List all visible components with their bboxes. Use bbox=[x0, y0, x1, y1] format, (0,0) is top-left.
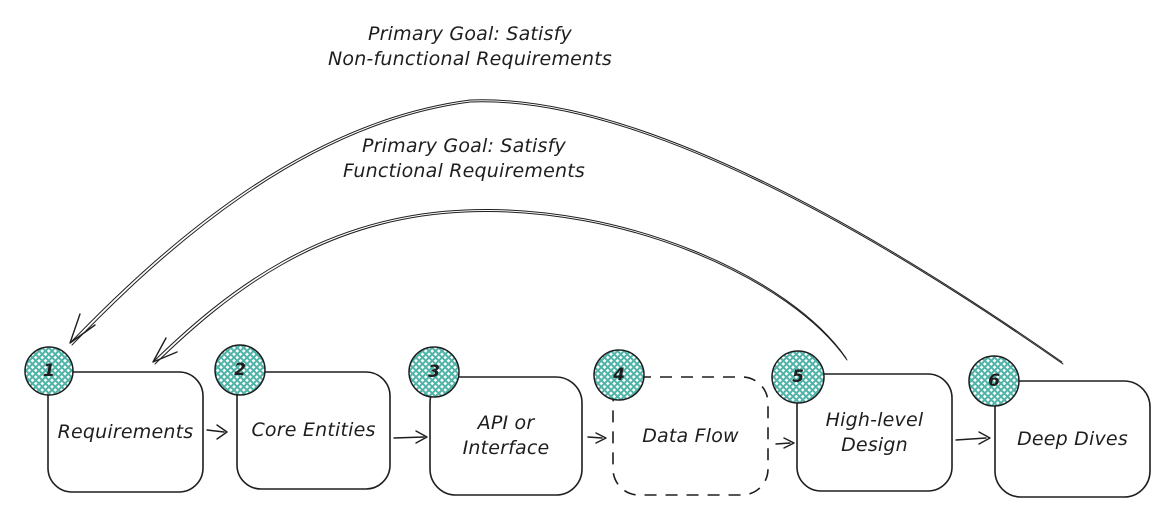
flow-box-high-level-design bbox=[796, 373, 953, 492]
box-label-line: Design bbox=[841, 433, 908, 456]
badge-number-3: 3 bbox=[428, 362, 440, 382]
box-label-core-entities: Core Entities bbox=[237, 372, 390, 489]
annotation-line: Functional Requirements bbox=[342, 160, 585, 182]
box-label-data-flow: Data Flow bbox=[613, 377, 768, 495]
arrow-core-entities-to-api bbox=[393, 430, 428, 444]
step-badge-1 bbox=[24, 346, 74, 396]
step-badge-5 bbox=[771, 350, 825, 404]
arrow-data-flow-to-high-level bbox=[775, 437, 795, 449]
flow-box-deep-dives bbox=[994, 380, 1151, 498]
flow-box-data-flow bbox=[612, 376, 769, 496]
step-badge-2 bbox=[214, 344, 266, 396]
flow-box-requirements bbox=[47, 371, 204, 493]
badge-number-2: 2 bbox=[234, 360, 246, 380]
step-badge-6 bbox=[968, 355, 1020, 407]
annotation-functional-goal: Primary Goal: Satisfy Functional Require… bbox=[284, 134, 644, 184]
badge-number-1: 1 bbox=[43, 361, 55, 381]
flow-box-api-interface bbox=[429, 376, 583, 496]
box-label-line: Data Flow bbox=[642, 424, 739, 447]
box-label-requirements: Requirements bbox=[48, 372, 203, 492]
badge-number-6: 6 bbox=[988, 371, 1000, 391]
box-label-line: Core Entities bbox=[251, 419, 376, 441]
annotation-line: Primary Goal: Satisfy bbox=[362, 135, 566, 157]
annotation-nonfunctional-goal: Primary Goal: Satisfy Non-functional Req… bbox=[290, 22, 650, 72]
curved-arrow-nonfunctional bbox=[69, 99, 1064, 365]
box-label-line: Deep Dives bbox=[1017, 427, 1128, 450]
box-label-deep-dives: Deep Dives bbox=[995, 381, 1150, 497]
badge-number-4: 4 bbox=[613, 365, 625, 385]
box-label-line: API or bbox=[477, 412, 535, 434]
step-badge-4 bbox=[593, 349, 645, 401]
arrow-requirements-to-core-entities bbox=[206, 424, 228, 440]
flow-box-core-entities bbox=[236, 371, 391, 490]
arrow-api-to-data-flow bbox=[587, 432, 607, 444]
box-label-line: Interface bbox=[462, 437, 550, 459]
box-label-line: Requirements bbox=[57, 420, 194, 443]
box-label-api-interface: API or Interface bbox=[430, 377, 582, 495]
step-badge-3 bbox=[408, 346, 460, 398]
box-label-high-level-design: High-level Design bbox=[797, 374, 952, 491]
annotation-line: Non-functional Requirements bbox=[327, 48, 613, 70]
curved-arrow-functional bbox=[152, 209, 848, 365]
badge-number-5: 5 bbox=[792, 367, 804, 387]
arrow-high-level-to-deep-dives bbox=[955, 431, 991, 445]
annotation-line: Primary Goal: Satisfy bbox=[368, 23, 572, 45]
box-label-line: High-level bbox=[825, 408, 924, 431]
